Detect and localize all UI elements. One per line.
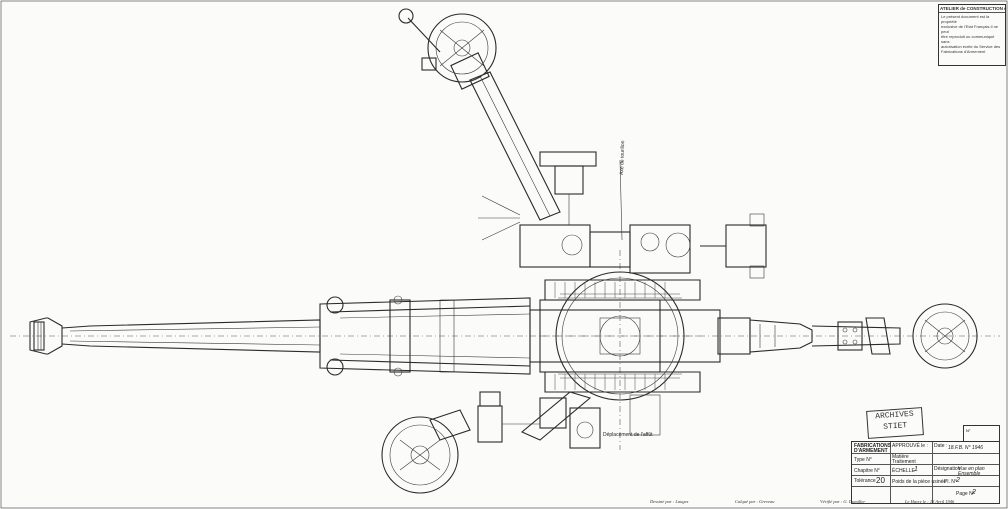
travel-annotation: Déplacement de l'affût <box>603 432 653 438</box>
verified-by: Vérifié par : G. Dumiller <box>820 499 866 504</box>
type-label: Type N° <box>854 457 872 463</box>
org-name-line1: FABRICATIONS <box>854 443 892 449</box>
notes-line: Fabrications d'Armement <box>941 49 986 54</box>
notes-line: autorisation écrite du Service des <box>941 44 1001 49</box>
lower-trail-leg <box>477 391 661 449</box>
scale-value: 1 <box>914 466 918 473</box>
date-label: Date : <box>934 443 948 449</box>
archives-stamp: ARCHIVES STIET <box>866 407 924 439</box>
treatment-label: Traitement <box>892 459 916 465</box>
notes-line: être reproduit ou communiqué sans <box>941 34 995 44</box>
cradle <box>319 295 531 377</box>
muzzle-brake <box>29 317 63 355</box>
designation-label: Désignation <box>934 466 961 472</box>
sheet-value: 2 <box>956 477 960 484</box>
page-label: Page N° <box>956 491 975 497</box>
notes-heading: ATELIER de CONSTRUCTION du HAVRE <box>939 5 1005 13</box>
place-date: Le Havre le : 13 Avril 1946 <box>905 499 955 504</box>
rear-brace <box>811 317 901 355</box>
drawing-number-label: N° <box>966 428 971 433</box>
barrel-tube <box>61 319 321 353</box>
notes-line: exclusive de l'Etat Français.Il ne peut <box>941 24 999 34</box>
org-name-line2: D'ARMEMENT <box>854 448 888 454</box>
notes-body: Le présent document est la propriété exc… <box>939 13 1005 55</box>
traverse-ring <box>540 250 701 450</box>
date-value: 18.F.B. N° 1946 <box>948 445 983 451</box>
page-value: 2 <box>972 489 976 496</box>
upper-spade-assembly <box>398 8 497 83</box>
chapter-label: Chapitre N° <box>854 468 880 474</box>
scale-label: ÉCHELLE <box>892 468 915 474</box>
designation-value: Vue en plan <box>958 466 985 472</box>
checked-by: Calqué par : Greveau <box>735 499 775 504</box>
lower-spade-assembly <box>381 409 471 494</box>
weight-label: Poids de la pièce usinée <box>892 479 947 485</box>
approved-label: APPROUVÉ le : <box>892 443 928 449</box>
notes-line: Le présent document est la propriété <box>941 14 990 24</box>
drawn-by: Dessiné par : Lauges <box>650 499 689 504</box>
caliber-value: 20 <box>876 476 885 485</box>
designation-sub: Ensemble <box>958 471 981 477</box>
sheet-label: Pl. N° <box>944 479 957 485</box>
notes-box: ATELIER de CONSTRUCTION du HAVRE Le prés… <box>938 4 1006 66</box>
caliber-label: Tolérance <box>854 478 876 484</box>
upper-mechanism <box>478 151 767 279</box>
upper-trail-leg <box>450 52 561 221</box>
title-block: FABRICATIONS D'ARMEMENT APPROUVÉ le : Da… <box>851 441 1000 504</box>
axis-annotation: Axe de tourillon <box>619 140 626 175</box>
material-label: Matière <box>892 454 909 460</box>
rear-spade-assembly <box>912 303 978 369</box>
